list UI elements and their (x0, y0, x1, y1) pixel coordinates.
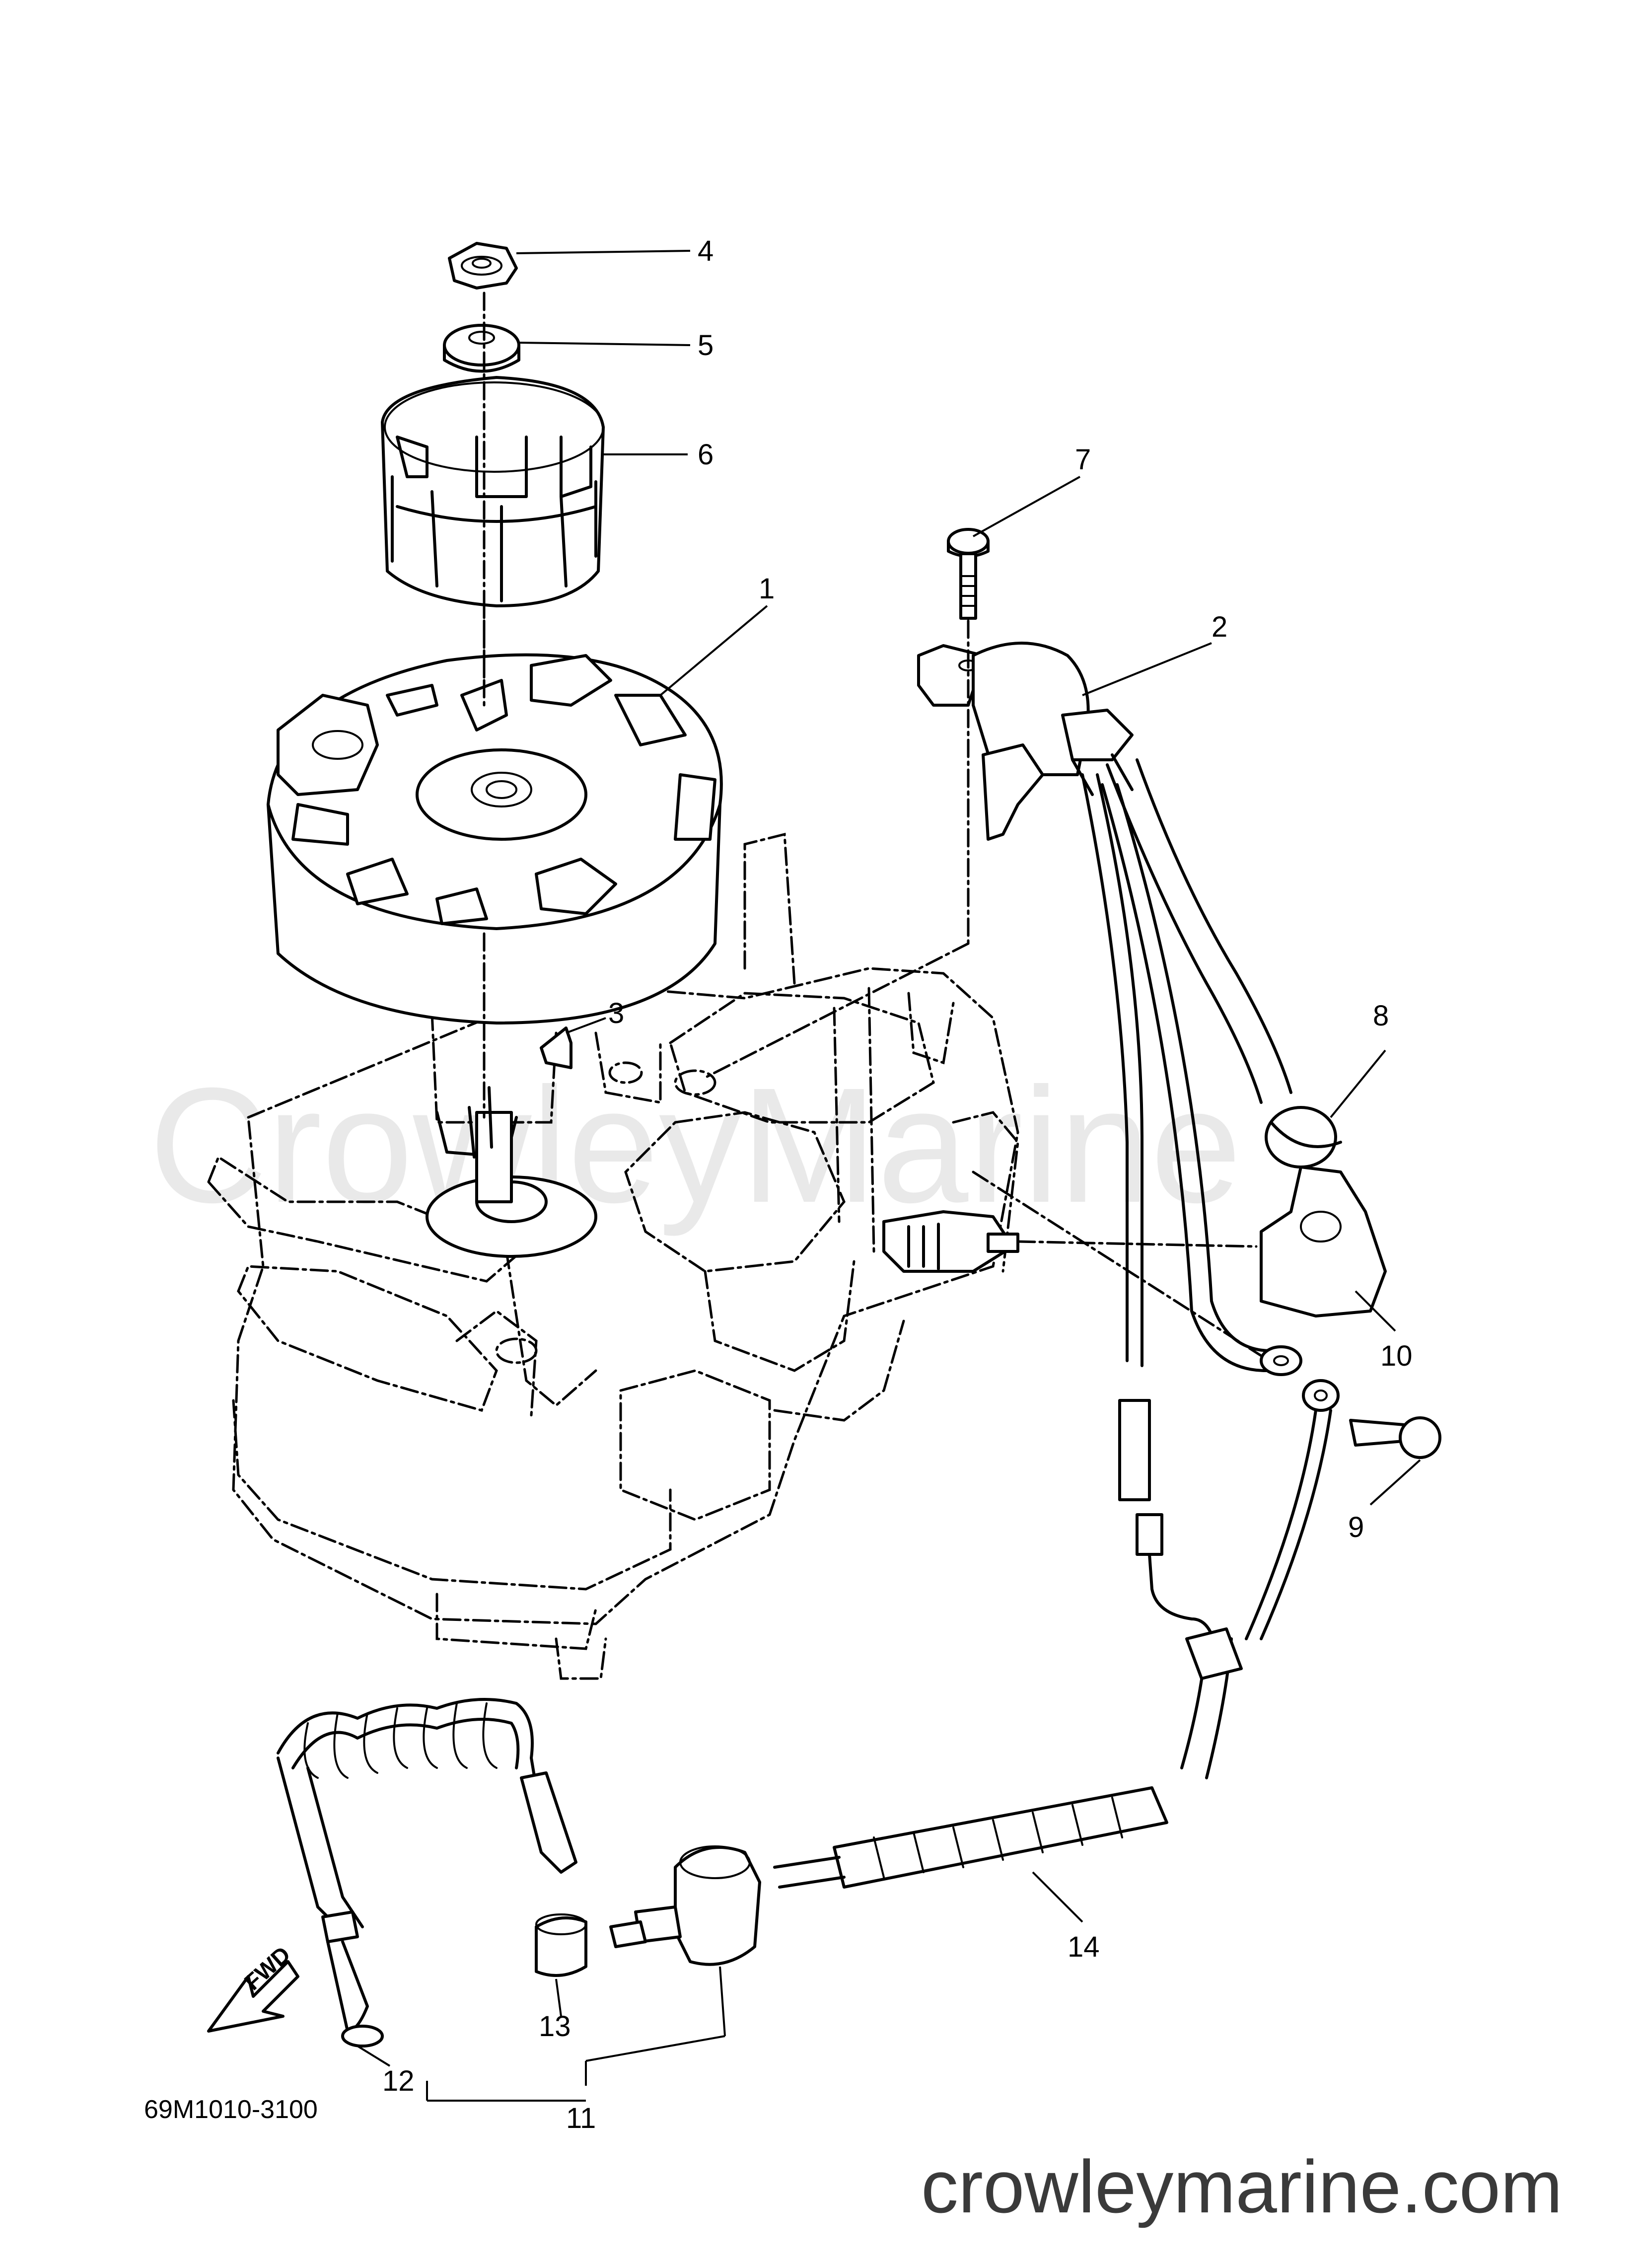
spark-plug (882, 1210, 1019, 1273)
part-13-clip (535, 1913, 587, 1977)
callout-10: 10 (1380, 1340, 1413, 1372)
high-tension-lead (1106, 758, 1292, 1104)
stop-switch-leads (1081, 773, 1302, 1655)
callout-1: 1 (759, 573, 775, 605)
ground-lead (1245, 1379, 1340, 1640)
callout-8: 8 (1373, 1000, 1389, 1032)
callout-3: 3 (608, 997, 624, 1029)
part-2-ignition-coil (917, 642, 1134, 841)
part-11-stop-switch (609, 1845, 761, 1966)
site-url: crowleymarine.com (921, 2145, 1563, 2228)
crankshaft-stub (426, 1086, 597, 1258)
callout-12: 12 (382, 2065, 415, 2097)
diagram-code: 69M1010-3100 (144, 2095, 318, 2124)
part-6-starter-pulley (381, 376, 605, 607)
callout-14: 14 (1068, 1931, 1100, 1963)
part-4-nut (448, 242, 518, 290)
engine-block (207, 832, 1019, 1680)
part-8-grommet (1265, 1106, 1342, 1169)
part-12-lanyard (277, 1698, 577, 2048)
callout-9: 9 (1348, 1511, 1364, 1543)
fwd-arrow-icon: FWD (207, 1941, 299, 2033)
part-1-flywheel (267, 653, 723, 1024)
callout-2: 2 (1212, 611, 1227, 643)
leader-lines (357, 250, 1421, 2102)
part-14-harness (773, 1627, 1243, 1889)
callout-6: 6 (698, 439, 714, 471)
part-3-woodruff-key (540, 1026, 572, 1069)
watermark-text: CrowleyMarine (149, 1053, 1242, 1238)
callout-5: 5 (698, 329, 714, 362)
callout-13: 13 (539, 2010, 571, 2043)
callout-4: 4 (698, 235, 714, 267)
callout-labels: 4 5 6 1 7 2 3 8 10 9 14 13 12 11 (382, 235, 1413, 2134)
part-10-plug-cap (1260, 1166, 1387, 1317)
callout-7: 7 (1075, 443, 1091, 476)
part-5-washer (443, 324, 520, 373)
callout-11: 11 (566, 2102, 596, 2134)
part-7-bolt (947, 528, 990, 620)
part-9-screw (1349, 1416, 1441, 1459)
